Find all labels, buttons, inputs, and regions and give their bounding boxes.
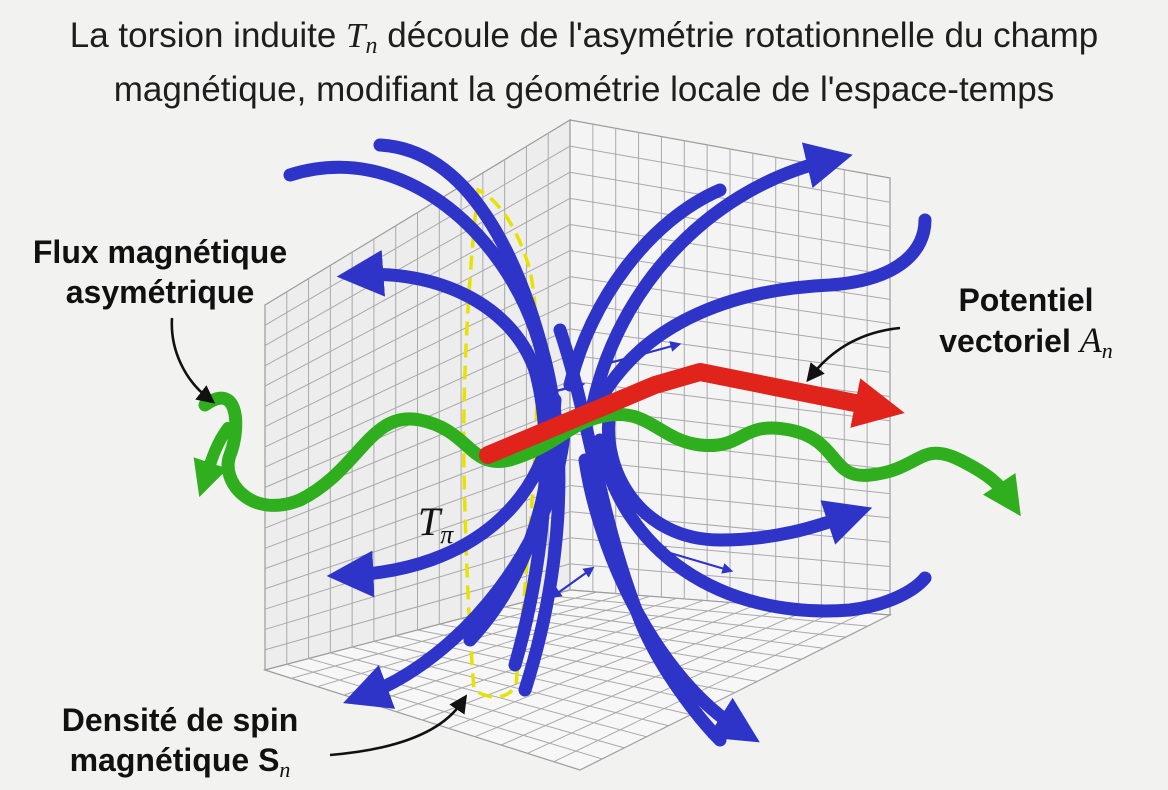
potential-label-line-2: vectoriel An <box>939 320 1113 363</box>
small-arrow <box>534 380 586 400</box>
grid-line <box>264 302 571 448</box>
grid-line <box>501 608 811 746</box>
field-line <box>553 323 727 747</box>
grid-line <box>264 145 571 326</box>
field-line <box>373 138 566 697</box>
spin-label-line-1: Densité de spin <box>61 702 299 738</box>
grid-line <box>396 599 704 713</box>
field-line <box>602 403 873 547</box>
grid-line <box>422 602 731 721</box>
field-line <box>563 183 727 392</box>
grid-line <box>264 406 571 529</box>
vector-potential-arrow <box>479 363 905 464</box>
grid-line <box>569 145 891 203</box>
diagram-title: La torsion induite Tn découle de l'asymé… <box>0 14 1168 111</box>
potential-pointer-arrow <box>806 326 901 383</box>
grid-line <box>569 380 891 422</box>
potential-label-line-1: Potentiel <box>958 282 1094 318</box>
potential-label: Potentiel vectoriel An <box>896 280 1156 371</box>
field-line <box>583 142 853 427</box>
flux-label: Flux magnétique asymétrique <box>0 232 320 312</box>
field-line <box>593 433 932 618</box>
torsion-label: Tπ <box>418 499 454 549</box>
small-vector-arrows <box>534 341 734 599</box>
grid-line <box>474 606 784 738</box>
green-wave-tail <box>193 422 234 498</box>
spin-density-loop <box>461 187 540 699</box>
grid-line <box>553 612 864 763</box>
spin-label-line-2: magnétique Sn <box>69 742 291 782</box>
small-arrow <box>550 566 595 599</box>
title-line-2: magnétique, modifiant la géométrie local… <box>113 70 1055 109</box>
flux-label-line-2: asymétrique <box>65 274 255 310</box>
flux-pointer-arrow <box>170 317 216 404</box>
spin-pointer-arrow <box>329 694 468 757</box>
grid-line <box>569 197 891 252</box>
grid-line <box>569 458 891 495</box>
grid-line <box>569 250 891 300</box>
grid-line <box>569 223 891 276</box>
grid-line <box>264 458 571 570</box>
title-line-1: La torsion induite Tn découle de l'asymé… <box>69 16 1099 59</box>
field-line <box>336 250 552 672</box>
grid-line <box>264 224 571 387</box>
grid-line <box>448 604 757 729</box>
small-arrow <box>654 546 734 574</box>
spin-density-label: Densité de spin magnétique Sn <box>30 700 330 790</box>
field-line <box>343 413 572 709</box>
grid-line <box>264 328 571 468</box>
flux-label-line-1: Flux magnétique <box>32 234 288 270</box>
small-arrow <box>596 341 682 369</box>
grid-line <box>264 171 571 346</box>
